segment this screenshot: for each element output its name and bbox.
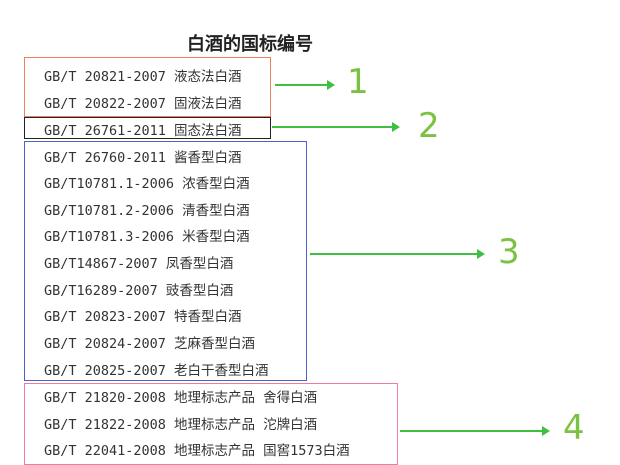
- standard-row: GB/T 20821-2007 液态法白酒: [44, 69, 242, 85]
- standard-row: GB/T10781.1-2006 浓香型白酒: [44, 176, 250, 192]
- standard-row: GB/T 26760-2011 酱香型白酒: [44, 150, 242, 166]
- standard-row: GB/T 20825-2007 老白干香型白酒: [44, 363, 269, 379]
- group-1-box: [24, 57, 271, 117]
- page-title: 白酒的国标编号: [187, 34, 313, 55]
- arrow-3: [310, 249, 485, 259]
- label-4: 4: [563, 408, 585, 448]
- group-2-box: [24, 117, 271, 139]
- arrow-4: [400, 426, 550, 436]
- standard-row: GB/T10781.2-2006 清香型白酒: [44, 203, 250, 219]
- arrow-1: [275, 80, 335, 90]
- standard-row: GB/T10781.3-2006 米香型白酒: [44, 229, 250, 245]
- standard-row: GB/T 26761-2011 固态法白酒: [44, 123, 242, 139]
- standard-row: GB/T 20822-2007 固液法白酒: [44, 96, 242, 112]
- standard-row: GB/T16289-2007 豉香型白酒: [44, 283, 234, 299]
- label-3: 3: [498, 232, 520, 272]
- standard-row: GB/T 20824-2007 芝麻香型白酒: [44, 336, 256, 352]
- group-3-box: [24, 141, 307, 381]
- standard-row: GB/T 21822-2008 地理标志产品 沱牌白酒: [44, 417, 318, 433]
- arrow-2: [272, 122, 400, 132]
- standard-row: GB/T 21820-2008 地理标志产品 舍得白酒: [44, 390, 318, 406]
- standard-row: GB/T 22041-2008 地理标志产品 国窖1573白酒: [44, 443, 350, 459]
- label-1: 1: [347, 62, 369, 102]
- label-2: 2: [418, 106, 440, 146]
- standard-row: GB/T 20823-2007 特香型白酒: [44, 309, 242, 325]
- standard-row: GB/T14867-2007 凤香型白酒: [44, 256, 234, 272]
